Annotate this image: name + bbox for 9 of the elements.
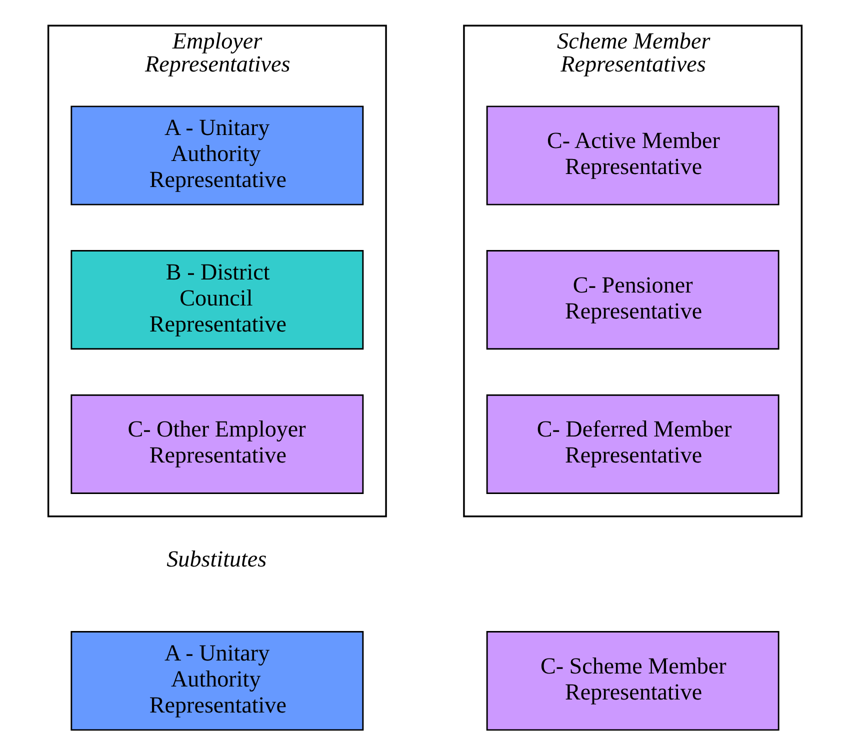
node-box: B - District Council Representative (70, 250, 364, 350)
node-box: C- Active Member Representative (486, 106, 780, 206)
node-box: C- Scheme Member Representative (486, 631, 780, 731)
node-box: A - Unitary Authority Representative (70, 106, 364, 206)
node-box: C- Pensioner Representative (486, 250, 780, 350)
node-box: C- Deferred Member Representative (486, 394, 780, 494)
node-box: A - Unitary Authority Representative (70, 631, 364, 731)
label: Substitutes (166, 546, 267, 572)
node-box: C- Other Employer Representative (70, 394, 364, 494)
